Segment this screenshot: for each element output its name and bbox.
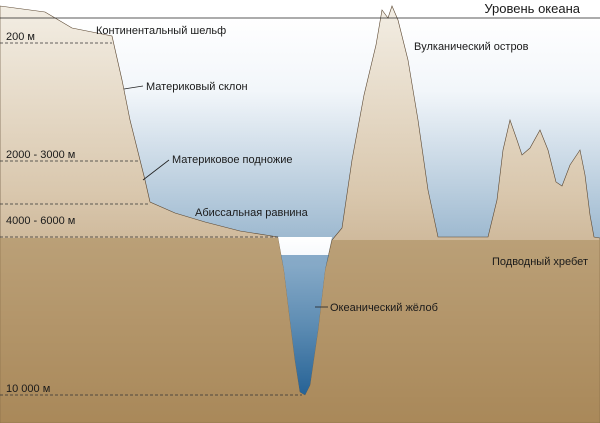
label-abyssal-plain: Абиссальная равнина bbox=[195, 207, 309, 219]
label-continental-shelf: Континентальный шельф bbox=[96, 25, 226, 37]
label-continental-rise: Материковое подножие bbox=[172, 154, 292, 166]
trench-water-dark bbox=[281, 255, 329, 395]
depth-label-4000: 4000 - 6000 м bbox=[6, 215, 75, 227]
label-underwater-ridge: Подводный хребет bbox=[492, 256, 588, 268]
label-continental-slope: Материковый склон bbox=[146, 81, 248, 93]
depth-label-200: 200 м bbox=[6, 31, 35, 43]
depth-label-2000: 2000 - 3000 м bbox=[6, 149, 75, 161]
leader-slope bbox=[123, 85, 144, 90]
deep-seafloor bbox=[0, 238, 600, 423]
label-oceanic-trench: Океанический жёлоб bbox=[330, 302, 438, 314]
sea-level-label: Уровень океана bbox=[484, 1, 580, 16]
depth-label-10000: 10 000 м bbox=[6, 383, 50, 395]
leader-rise bbox=[142, 159, 170, 181]
label-volcanic-island: Вулканический остров bbox=[414, 41, 529, 53]
